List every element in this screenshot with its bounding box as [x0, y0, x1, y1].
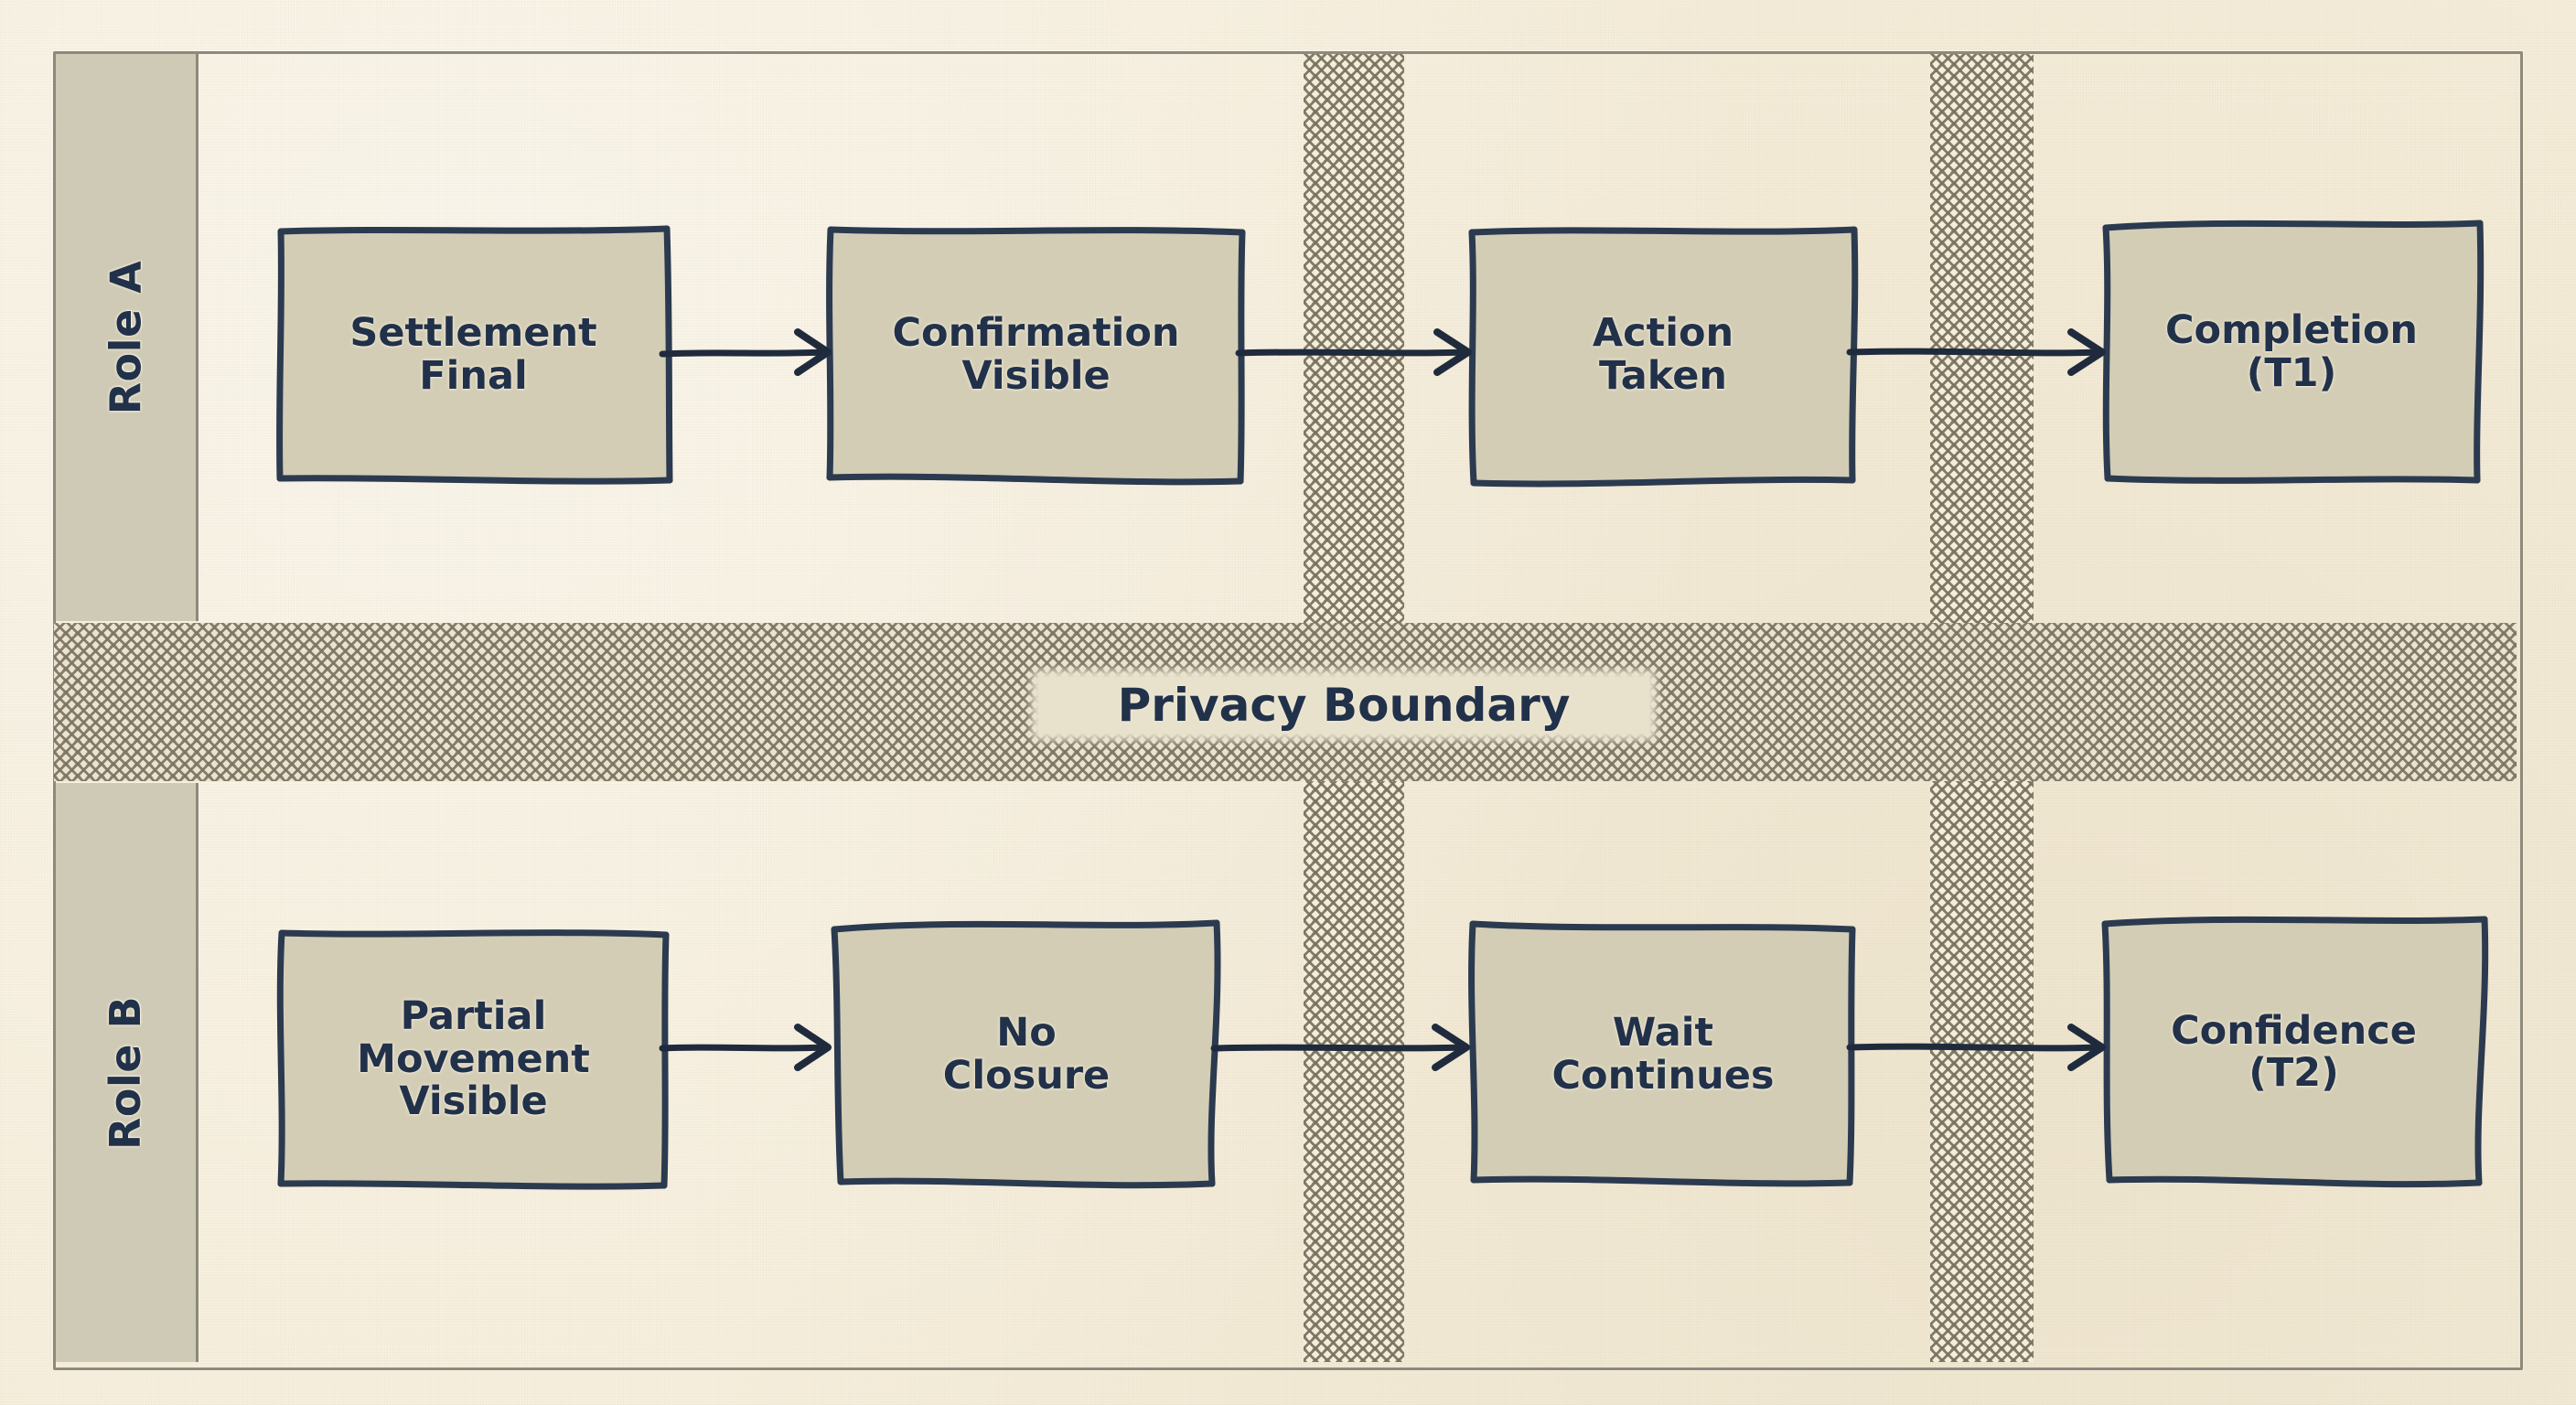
privacy-boundary-label-text: Privacy Boundary	[1117, 679, 1571, 732]
node-shape	[1468, 226, 1859, 488]
privacy-boundary-band	[54, 623, 2517, 781]
node-confirmation-visible[interactable]: Confirmation Visible	[826, 226, 1246, 486]
lane-label-role-a-text: Role A	[101, 260, 151, 415]
node-settlement-final[interactable]: Settlement Final	[276, 225, 673, 485]
node-no-closure[interactable]: No Closure	[831, 919, 1221, 1189]
node-shape	[276, 929, 670, 1190]
node-label: Confidence (T2)	[2171, 1007, 2417, 1096]
node-shape	[2102, 220, 2485, 484]
privacy-boundary-label: Privacy Boundary	[1038, 677, 1649, 734]
edge-no-closure-to-wait-continues	[1210, 1024, 1470, 1071]
node-shape	[1468, 920, 1856, 1187]
node-shape	[2101, 916, 2489, 1188]
lane-label-role-b-text: Role B	[101, 995, 151, 1150]
node-label: Action Taken	[1592, 310, 1734, 399]
node-partial-movement-visible[interactable]: Partial Movement Visible	[276, 929, 670, 1190]
node-shape	[826, 226, 1246, 486]
edge-confirmation-visible-to-action-taken	[1235, 328, 1472, 376]
node-label: Completion (T1)	[2164, 307, 2419, 396]
node-completion-t1[interactable]: Completion (T1)	[2102, 220, 2485, 484]
node-label: No Closure	[942, 1010, 1111, 1099]
edge-settlement-final-to-confirmation-visible	[659, 328, 832, 376]
lane-label-role-a: Role A	[56, 54, 199, 621]
lane-label-role-b: Role B	[56, 783, 199, 1362]
node-shape	[276, 225, 673, 485]
node-label: Partial Movement Visible	[357, 993, 590, 1125]
node-label: Settlement Final	[349, 310, 597, 399]
node-label: Wait Continues	[1551, 1010, 1775, 1099]
edge-partial-movement-visible-to-no-closure	[659, 1024, 832, 1071]
node-label: Confirmation Visible	[892, 310, 1180, 399]
edge-action-taken-to-completion-t1	[1846, 328, 2106, 376]
edge-wait-continues-to-confidence-t2	[1846, 1024, 2106, 1071]
node-wait-continues[interactable]: Wait Continues	[1468, 920, 1856, 1187]
node-action-taken[interactable]: Action Taken	[1468, 226, 1859, 488]
node-confidence-t2[interactable]: Confidence (T2)	[2101, 916, 2489, 1188]
node-shape	[831, 919, 1221, 1189]
